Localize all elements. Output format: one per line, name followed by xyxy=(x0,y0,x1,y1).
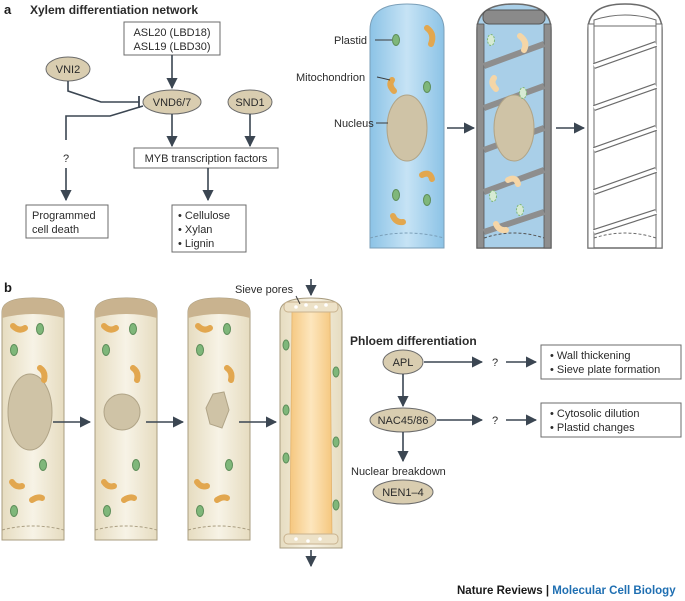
pcd-question-mark: ? xyxy=(63,153,69,165)
plastid-changes-item: • Plastid changes xyxy=(550,422,635,434)
panel-a-letter: a xyxy=(4,2,12,17)
plastid-label: Plastid xyxy=(334,35,367,47)
cytosolic-dilution-item: • Cytosolic dilution xyxy=(550,408,639,420)
xylem-cell-3 xyxy=(587,3,663,249)
pcd-line1: Programmed xyxy=(32,210,96,222)
nen-node xyxy=(372,479,434,505)
nac-label: NAC45/86 xyxy=(378,415,429,427)
myb-label: MYB transcription factors xyxy=(145,153,268,165)
nuclear-breakdown-label: Nuclear breakdown xyxy=(351,466,446,478)
pcd-box xyxy=(25,204,109,239)
nucleus-1 xyxy=(386,94,428,162)
phloem-outcome-box-2 xyxy=(540,402,682,438)
sieve-plate-item: • Sieve plate formation xyxy=(550,364,660,376)
footer-separator: | xyxy=(543,585,553,597)
products-box xyxy=(171,204,247,253)
sieve-element-cell xyxy=(279,297,343,549)
vni2-label: VNI2 xyxy=(56,64,80,76)
vnd-label: VND6/7 xyxy=(153,97,192,109)
apl-question-mark: ? xyxy=(492,357,498,369)
nac-question-mark: ? xyxy=(492,415,498,427)
xylem-network-title: Xylem differentiation network xyxy=(30,3,198,17)
panel-b-letter: b xyxy=(4,280,12,295)
asl-box xyxy=(123,21,221,56)
snd1-label: SND1 xyxy=(235,97,264,109)
xylem-cell-1 xyxy=(369,3,445,249)
phloem-outcome-box-1 xyxy=(540,344,682,380)
phloem-network-title: Phloem differentiation xyxy=(350,334,477,348)
phloem-cell-2 xyxy=(94,297,158,541)
footer-journal: Nature Reviews xyxy=(457,585,543,597)
nen-label: NEN1–4 xyxy=(382,487,424,499)
sieve-pores-label: Sieve pores xyxy=(235,284,294,296)
myb-box xyxy=(133,147,279,169)
vni2-inhibition-line xyxy=(67,81,139,103)
pcd-line2: cell death xyxy=(32,224,79,236)
product-lignin: • Lignin xyxy=(178,238,214,250)
mitochondrion-label: Mitochondrion xyxy=(296,72,365,84)
nucleus-label: Nucleus xyxy=(334,118,374,130)
product-cellulose: • Cellulose xyxy=(178,210,230,222)
footer-credit: Nature Reviews | Molecular Cell Biology xyxy=(457,585,676,597)
phloem-cell-3 xyxy=(187,297,251,541)
vnd-to-question-line xyxy=(65,105,144,140)
asl20-label: ASL20 (LBD18) xyxy=(133,27,210,39)
product-xylan: • Xylan xyxy=(178,224,212,236)
footer-subject: Molecular Cell Biology xyxy=(552,585,676,597)
xylem-cell-2 xyxy=(476,3,552,249)
wall-thickening-item: • Wall thickening xyxy=(550,350,630,362)
phloem-cell-1 xyxy=(1,297,65,541)
apl-label: APL xyxy=(393,357,414,369)
asl19-label: ASL19 (LBD30) xyxy=(133,41,210,53)
